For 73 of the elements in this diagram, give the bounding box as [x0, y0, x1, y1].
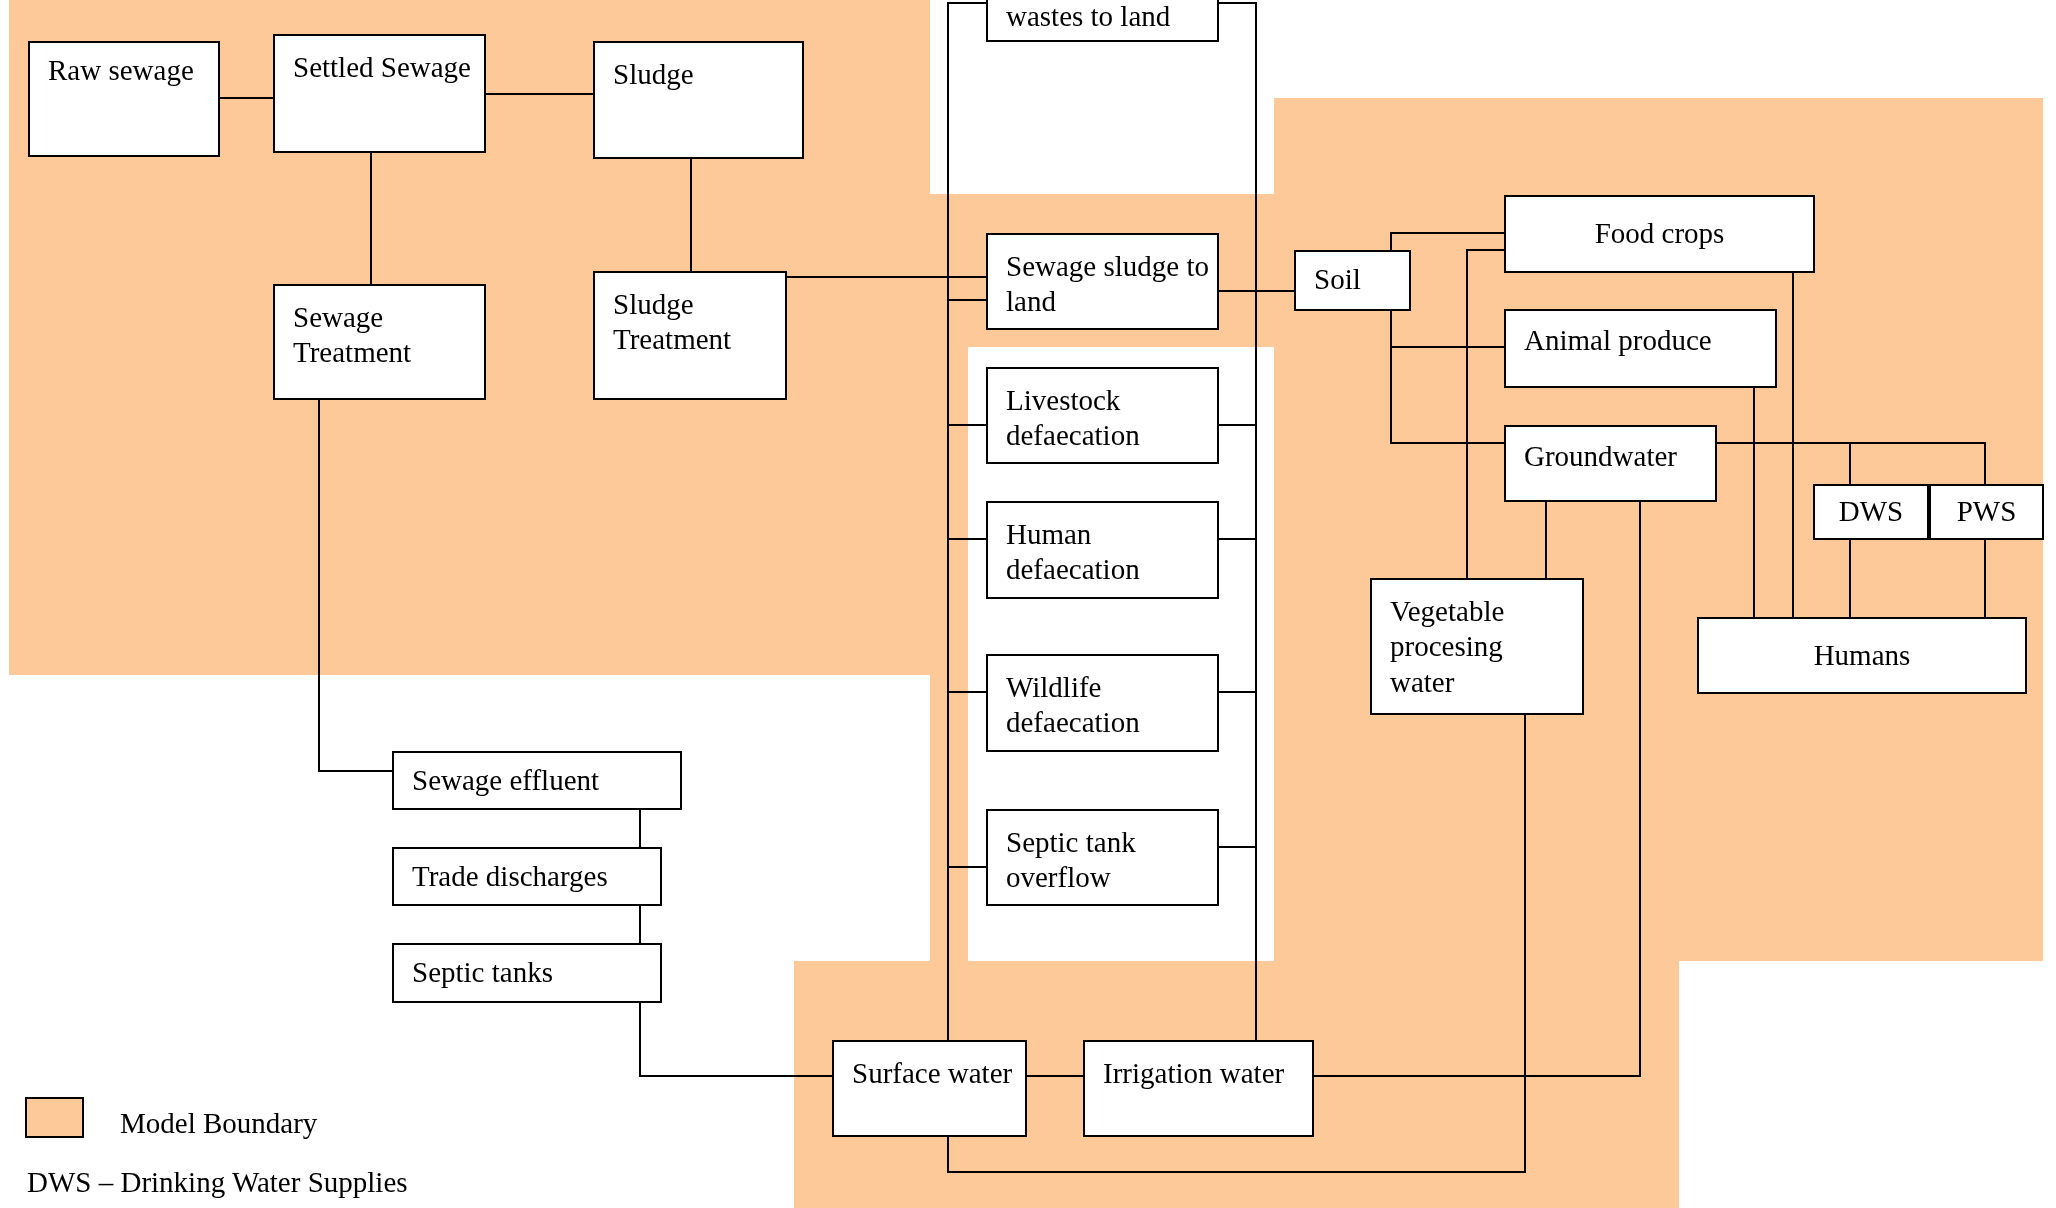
- connector-line: [1849, 539, 1851, 618]
- connector-line: [947, 866, 987, 1041]
- box-label: Irrigation water: [1103, 1056, 1285, 1091]
- box-label: PWS: [1956, 494, 2017, 530]
- box-label: Human defaecation: [1006, 517, 1141, 588]
- connector-line: [1218, 290, 1295, 292]
- process-box: [832, 1040, 1027, 1137]
- process-box: [1504, 425, 1717, 502]
- connector-line: [219, 97, 274, 99]
- process-box: [986, 809, 1219, 906]
- process-box: [593, 271, 787, 400]
- process-box: [273, 34, 486, 153]
- box-label: Settled Sewage: [293, 50, 471, 85]
- legend-label: Model Boundary: [120, 1107, 318, 1140]
- process-box: [273, 284, 486, 400]
- process-box: [1370, 578, 1584, 715]
- box-label: Trade discharges: [412, 859, 608, 894]
- connector-line: [639, 1002, 833, 1077]
- connector-line: [947, 714, 1526, 1173]
- connector-line: [639, 905, 641, 944]
- process-box: [392, 943, 662, 1003]
- connector-line: [1466, 249, 1505, 579]
- process-box: [1504, 309, 1777, 388]
- process-box: [1929, 484, 2044, 540]
- process-box: [28, 41, 220, 157]
- box-label: Vegetable procesing water: [1390, 594, 1506, 700]
- connector-line: [485, 93, 594, 95]
- process-box: [392, 847, 662, 906]
- note-text: DWS – Drinking Water Supplies: [27, 1166, 408, 1199]
- process-box: [1294, 250, 1411, 311]
- connector-line: [1545, 501, 1547, 579]
- connector-line: [1026, 1075, 1084, 1077]
- process-box: [593, 41, 804, 159]
- connector-line: [1753, 387, 1755, 618]
- box-label: Sewage Treatment: [293, 300, 413, 371]
- process-box: [986, 501, 1219, 599]
- box-label: Animal produce: [1524, 323, 1712, 358]
- process-box: [986, 233, 1219, 330]
- connector-line: [1390, 232, 1505, 251]
- connector-line: [1218, 846, 1257, 1041]
- connector-line: [370, 152, 372, 285]
- box-label: Soil: [1314, 262, 1361, 297]
- process-box: [1083, 1040, 1314, 1137]
- box-label: Septic tank overflow: [1006, 825, 1137, 896]
- box-label: Humans: [1813, 637, 1911, 673]
- box-label: Sludge: [613, 57, 694, 92]
- process-box: [392, 751, 682, 810]
- connector-line: [639, 809, 641, 848]
- box-label: Sewage effluent: [412, 763, 600, 798]
- connector-line: [1313, 501, 1641, 1077]
- box-label: Food crops: [1594, 216, 1725, 252]
- connector-line: [1984, 539, 1986, 618]
- box-label: wastes to land: [1006, 0, 1171, 34]
- box-label: Raw sewage: [48, 53, 194, 88]
- box-label: Sewage sludge to land: [1006, 249, 1209, 320]
- box-label: Septic tanks: [412, 955, 553, 990]
- connector-line: [1390, 310, 1505, 444]
- process-box: [1504, 195, 1815, 273]
- connector-line: [786, 276, 987, 278]
- process-box: [1697, 617, 2027, 694]
- process-box: [1813, 484, 1929, 540]
- box-label: Livestock defaecation: [1006, 383, 1141, 454]
- connector-line: [318, 399, 393, 772]
- box-label: DWS: [1838, 494, 1904, 530]
- box-label: Sludge Treatment: [613, 287, 733, 358]
- box-label: Surface water: [852, 1056, 1013, 1091]
- box-label: Wildlife defaecation: [1006, 670, 1141, 741]
- connector-line: [1792, 272, 1794, 618]
- box-label: Groundwater: [1524, 439, 1677, 474]
- connector-line: [1716, 442, 1986, 485]
- process-box: [986, 367, 1219, 464]
- process-box: [986, 654, 1219, 752]
- connector-line: [690, 158, 692, 272]
